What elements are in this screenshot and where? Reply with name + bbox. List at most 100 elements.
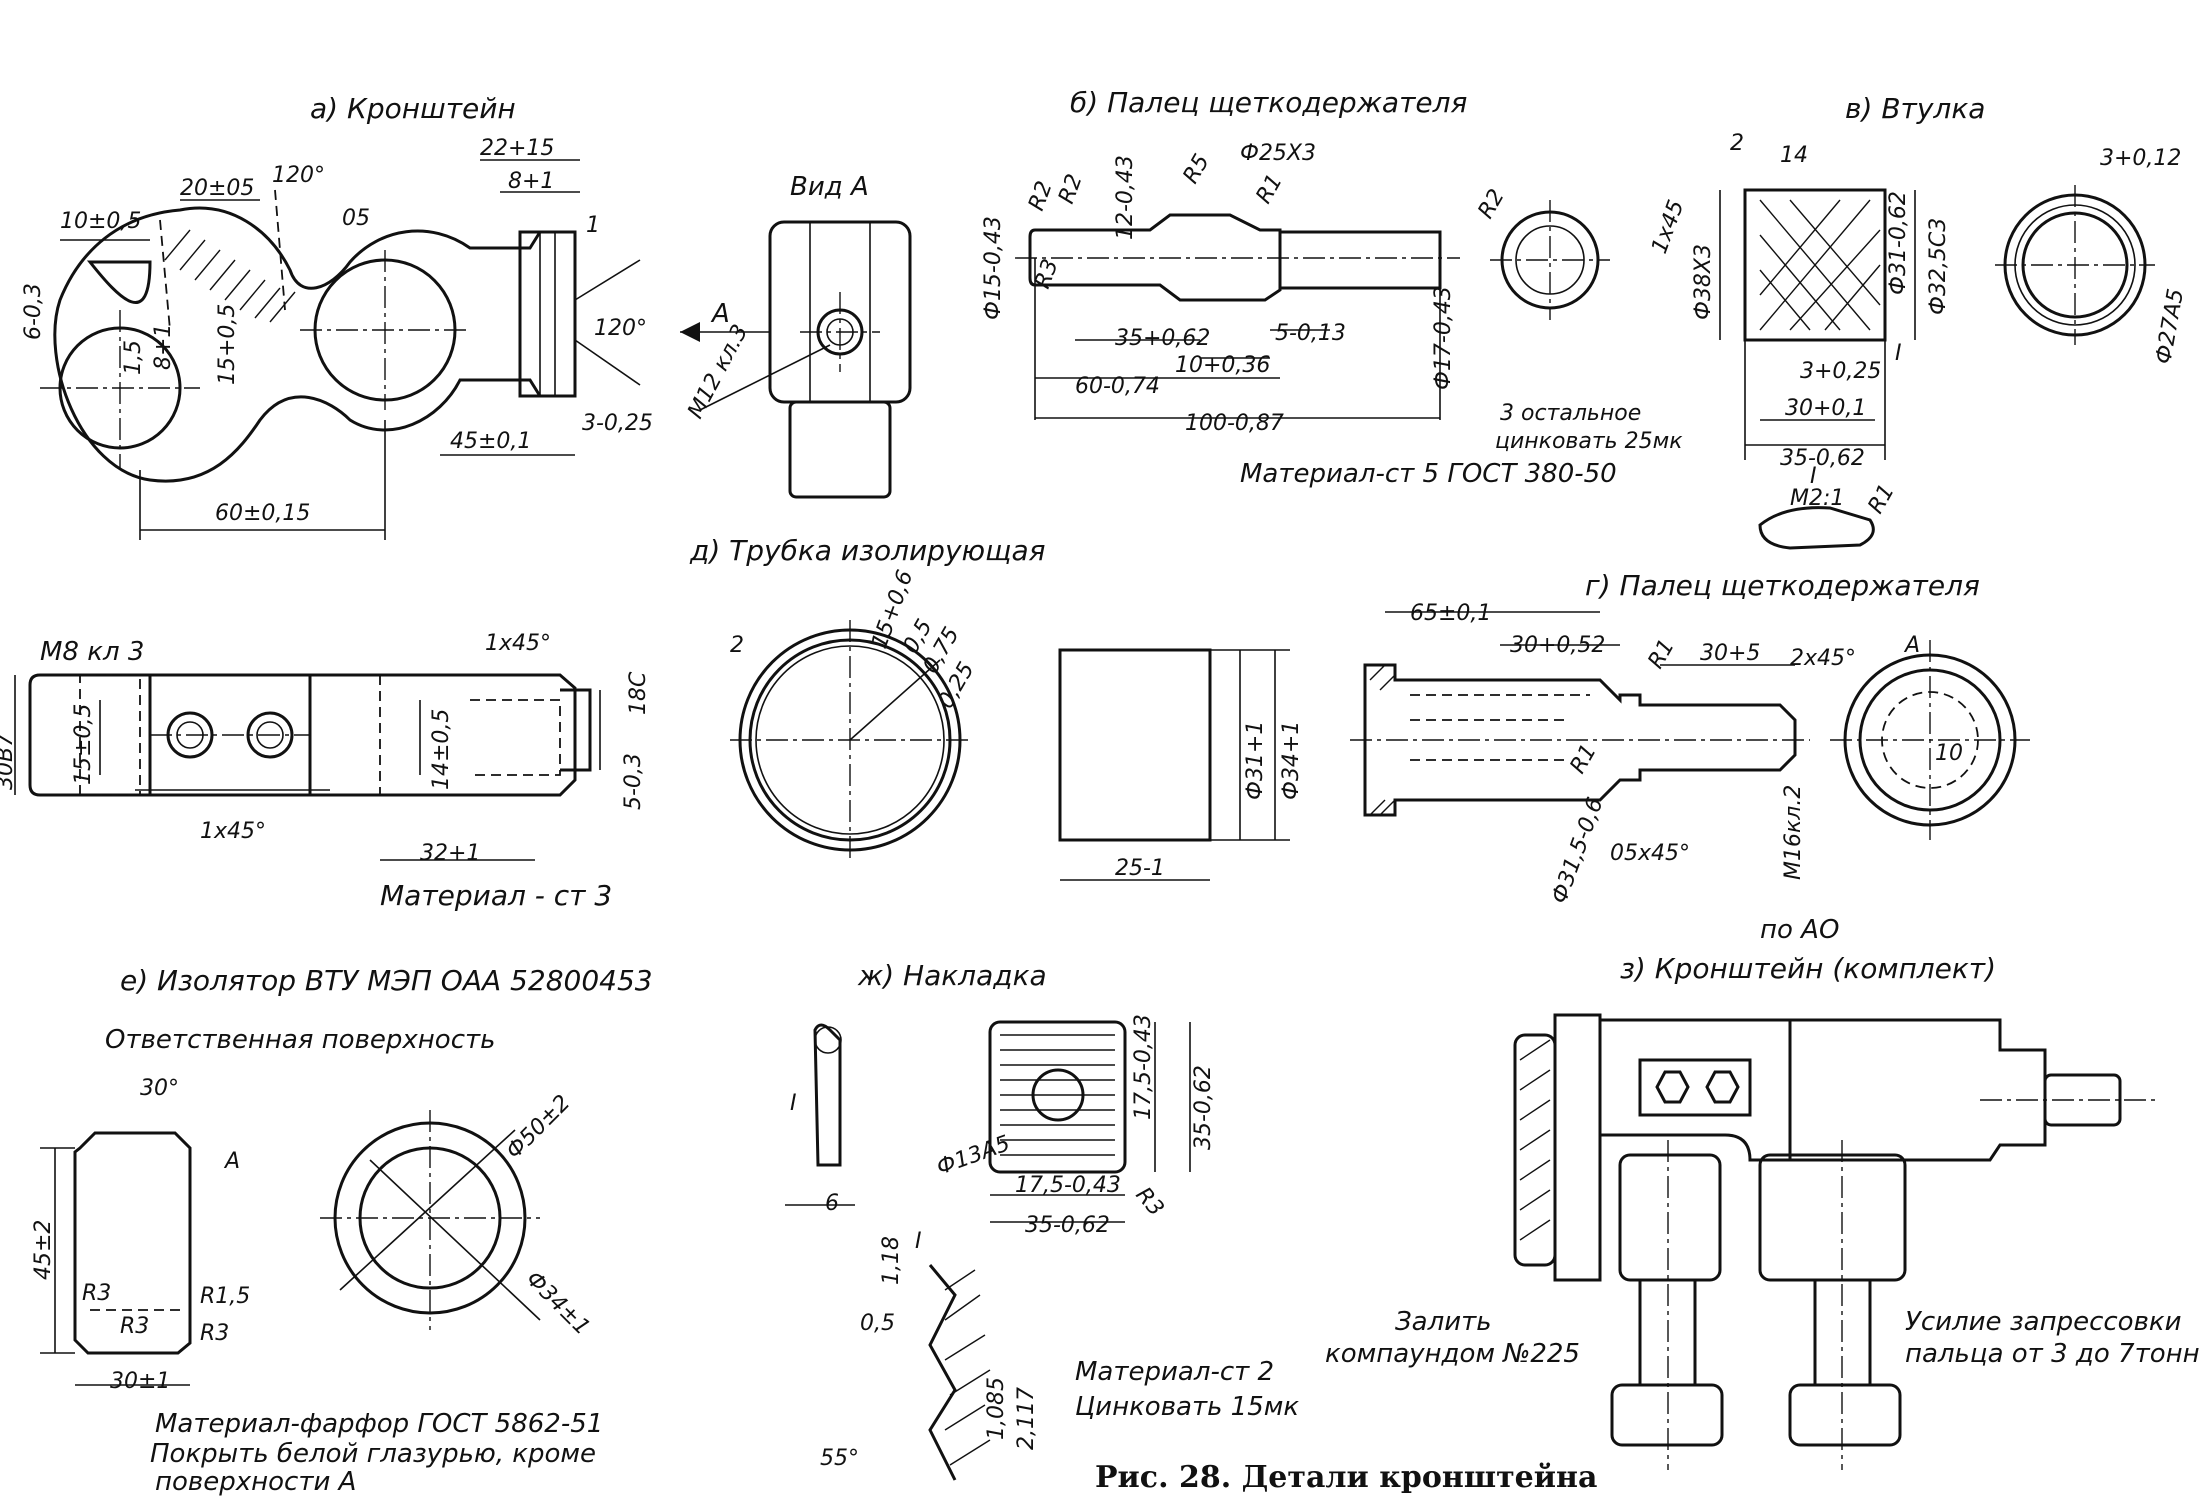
dim-g-2: R1	[1644, 635, 1680, 673]
dim-a-12: 6-0,3	[21, 283, 46, 340]
part-zh-profile	[813, 1023, 842, 1167]
part-z-boss-left	[1618, 1153, 1722, 1282]
part-a-plan: М8 кл 3 1х45° 30В7 15±0,5 14±0,5 18С 5-0…	[0, 631, 651, 912]
dim-b-5: R1	[1252, 170, 1288, 208]
view-a-arrow-label: А	[710, 299, 730, 329]
part-b-title: б) Палец щеткодержателя	[1070, 86, 1467, 119]
dim-v-1: 14	[1780, 143, 1808, 168]
dim-zh-6: 35-0,62	[1025, 1213, 1110, 1238]
dim-a-2: 120°	[272, 163, 325, 188]
part-zh-material1: Материал-ст 2	[1075, 1357, 1274, 1387]
dim-b-14: R2	[1474, 185, 1510, 223]
dim-v-3: Ф38Х3	[1691, 244, 1716, 320]
part-e-material3: поверхности А	[155, 1467, 356, 1497]
dim-aplan-4: 14±0,5	[429, 709, 454, 790]
part-v-detail	[1758, 506, 1875, 550]
dim-b-4: Ф25Х3	[1240, 141, 1316, 166]
dim-g-10: М16кл.2	[1781, 785, 1806, 880]
dim-b-1: R2	[1054, 171, 1088, 207]
dim-e-3: R3	[82, 1281, 111, 1306]
part-z-note-right2: пальца от 3 до 7тонн.	[1905, 1339, 2201, 1369]
dim-v-2: 1х45	[1647, 197, 1689, 257]
part-zh-detail-label: I	[915, 1229, 922, 1254]
dim-g-5: А	[1903, 633, 1920, 658]
dim-zh-7: R3	[1130, 1183, 1168, 1222]
part-zh-face	[988, 1020, 1127, 1174]
dim-zh-3: 17,5-0,43	[1131, 1014, 1156, 1120]
part-v-bushing: в) Втулка 2 14 1х45 Ф38Х3 Ф31-0,62 Ф32,5…	[1647, 92, 2189, 550]
part-z-bracket-right	[1790, 1018, 2047, 1162]
part-d-tube: д) Трубка изолирующая 2 15+0,6 0,5 0,75 …	[689, 534, 1304, 881]
dim-aplan-7: 1х45°	[200, 819, 266, 844]
part-a-bracket: а) Кронштейн	[21, 92, 653, 540]
part-a-title: а) Кронштейн	[310, 92, 516, 125]
dim-v-10: 3+0,12	[2100, 146, 2181, 171]
dim-v-8: 30+0,1	[1785, 396, 1866, 421]
dim-b-2: 12-0,43	[1113, 155, 1138, 240]
dim-d-5: Ф31+1	[1243, 721, 1268, 800]
dim-zh-d2: 1,085	[984, 1377, 1009, 1440]
dim-e-5: R3	[120, 1314, 149, 1339]
dim-a-3: 05	[342, 206, 370, 231]
dim-e-4: R1,5	[200, 1284, 250, 1309]
part-d-title: д) Трубка изолирующая	[689, 534, 1045, 567]
dim-a-7: 120°	[594, 316, 647, 341]
part-e-insulator: е) Изолятор ВТУ МЭП ОАА 52800453 Ответст…	[31, 964, 653, 1497]
part-b-pin: б) Палец щеткодержателя R2 R2 12-0,43 R5…	[981, 86, 1683, 489]
dim-zh-4: 35-0,62	[1191, 1065, 1216, 1150]
part-z-boss-right	[1758, 1153, 1907, 1282]
part-e-title: е) Изолятор ВТУ МЭП ОАА 52800453	[120, 964, 653, 997]
dim-zh-d4: 55°	[820, 1446, 859, 1471]
dim-b-10: 5-0,13	[1275, 321, 1346, 346]
dim-g-3: 30+5	[1700, 641, 1760, 666]
part-v-detail-radius: R1	[1864, 480, 1900, 518]
dim-v-0: 2	[1730, 131, 1744, 156]
part-v-detail-scale: М2:1	[1790, 486, 1844, 511]
part-a-plan-material: Материал - ст 3	[380, 879, 612, 912]
dim-b-13: Ф17-0,43	[1431, 286, 1456, 390]
part-b-material: Материал-ст 5 ГОСТ 380-50	[1240, 459, 1617, 489]
dim-a-14: 8+1	[151, 324, 176, 370]
dim-aplan-2: 30В7	[0, 733, 18, 790]
part-v-detail-label: I	[1810, 464, 1817, 489]
dim-g-4: 2х45°	[1790, 646, 1856, 671]
dim-g-1: 30+0,52	[1510, 633, 1605, 658]
dim-aplan-0: М8 кл 3	[40, 637, 144, 667]
dim-e-6: R3	[200, 1321, 229, 1346]
view-a: Вид А А М12 кл.3	[680, 172, 912, 499]
figure-caption: Рис. 28. Детали кронштейна	[1095, 1460, 1598, 1495]
dim-a-9: 45±0,1	[450, 429, 531, 454]
dim-g-0: 65±0,1	[1410, 601, 1491, 626]
part-z-insulator	[1553, 1013, 1602, 1282]
part-zh-hole	[1031, 1068, 1085, 1122]
part-b-note2: цинковать 25мк	[1495, 429, 1683, 454]
part-z-title: з) Кронштейн (комплект)	[1620, 952, 1996, 985]
part-g-title: г) Палец щеткодержателя	[1585, 569, 1980, 602]
dim-a-6: 1	[586, 213, 600, 238]
part-z-note-left1: Залить	[1395, 1307, 1492, 1337]
part-g-outline	[1363, 663, 1797, 817]
dim-v-9: 35-0,62	[1780, 446, 1865, 471]
part-zh-material2: Цинковать 15мк	[1075, 1392, 1299, 1422]
dim-b-8: 35+0,62	[1115, 326, 1210, 351]
dim-zh-d0: 1,18	[879, 1236, 904, 1285]
dim-g-8: Ф31,5-0,6	[1547, 794, 1608, 907]
part-e-material2: Покрыть белой глазурью, кроме	[150, 1439, 596, 1469]
dim-g-9: 05х45°	[1610, 841, 1690, 866]
part-v-title: в) Втулка	[1845, 92, 1985, 125]
dim-b-9: 10+0,36	[1175, 353, 1270, 378]
part-z-assembly: по АО з) Кронштейн (комплект) Залить ком…	[1325, 915, 2201, 1470]
dim-d-0: 2	[730, 633, 744, 658]
dim-aplan-5: 18С	[626, 671, 651, 715]
part-g-pin: г) Палец щеткодержателя 65±0,1 30+0,52 R…	[1350, 569, 2030, 907]
part-z-plate	[1638, 1058, 1752, 1117]
part-a-plan-outline	[28, 673, 577, 797]
dim-b-12: 100-0,87	[1185, 411, 1284, 436]
dim-b-11: 60-0,74	[1075, 374, 1160, 399]
dim-v-7: I	[1895, 341, 1902, 366]
dim-aplan-3: 15±0,5	[71, 704, 96, 785]
dim-e-2: 45±2	[31, 1220, 56, 1280]
view-a-label: Вид А	[790, 172, 869, 202]
part-z-note-right1: Усилие запрессовки	[1905, 1307, 2182, 1337]
dim-b-3: R5	[1179, 150, 1215, 188]
